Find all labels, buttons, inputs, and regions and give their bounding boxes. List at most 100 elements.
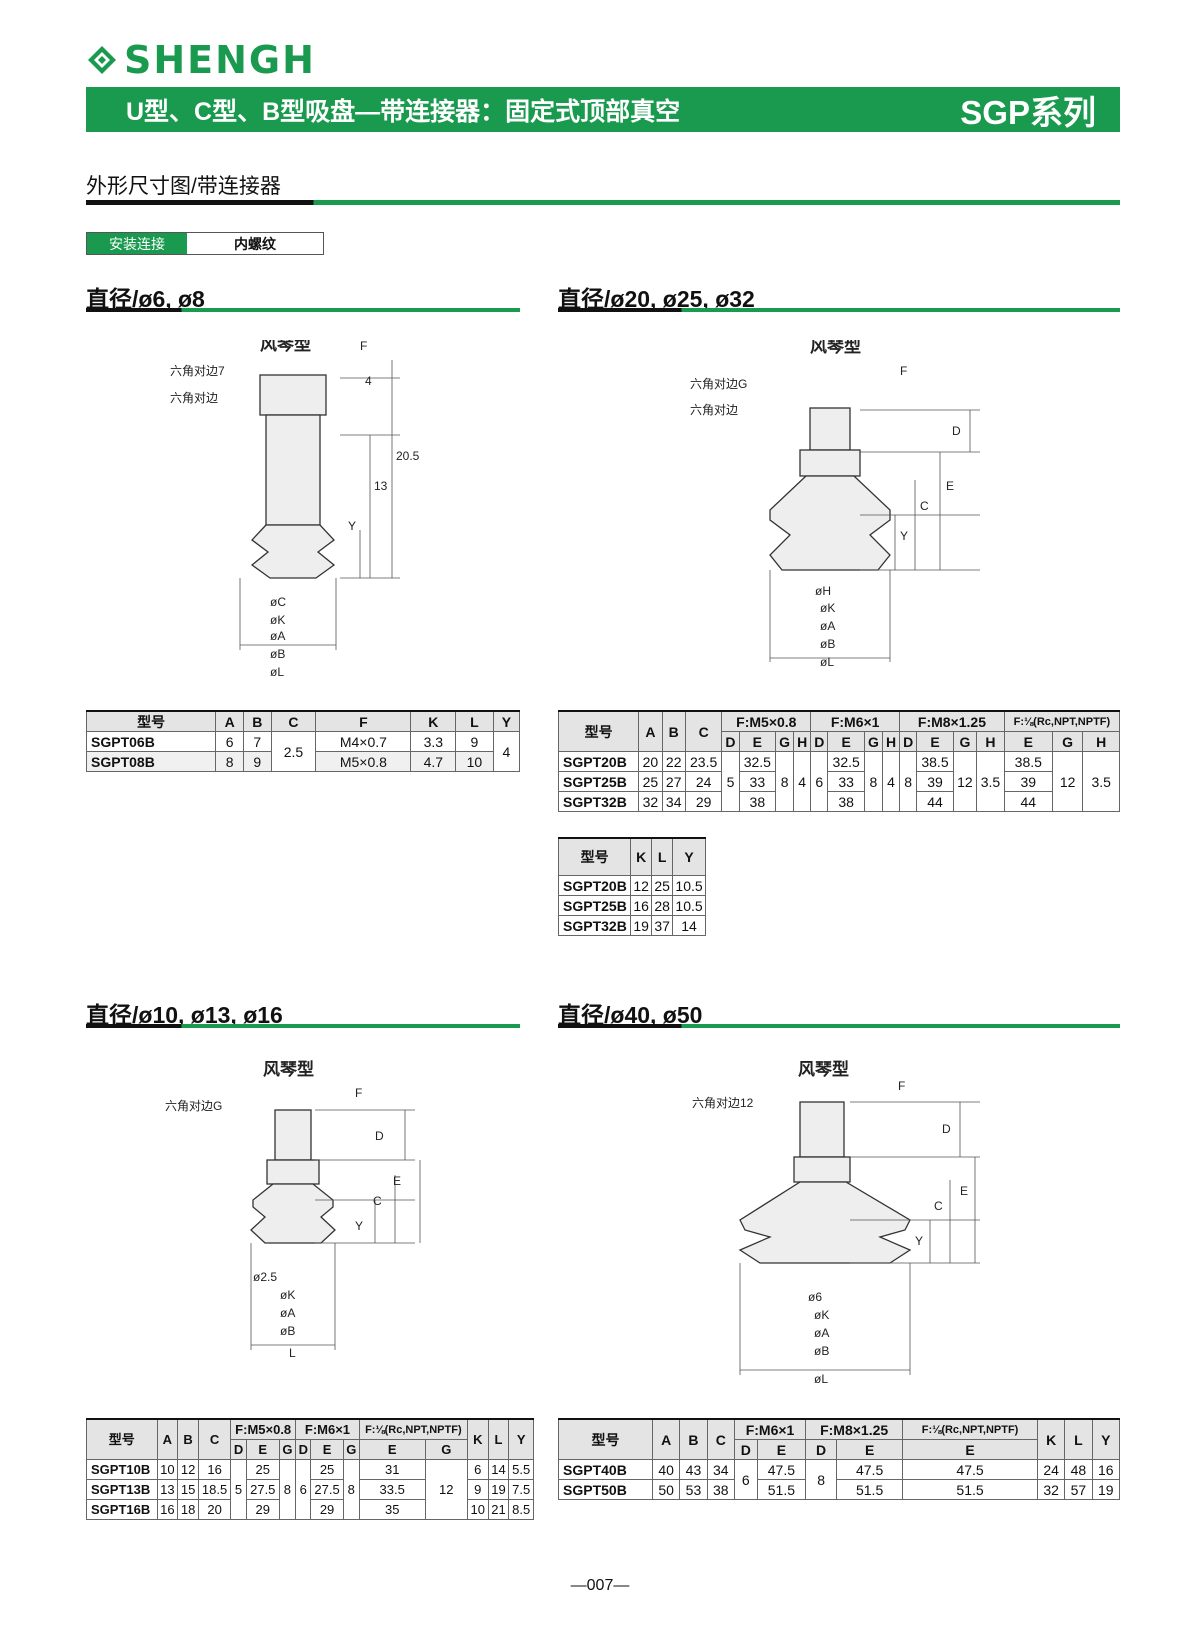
table-cell: SGPT50B: [558, 1479, 653, 1500]
table-cell: 31: [358, 1459, 426, 1480]
table-cell: 29: [684, 791, 723, 812]
table-cell: 25: [638, 771, 663, 792]
table-cell: 18.5: [197, 1479, 232, 1500]
table-header-cell: 型号: [86, 1418, 158, 1460]
table-cell: 47.5: [756, 1459, 807, 1480]
table-cell: 43: [679, 1459, 708, 1480]
table-cell: 24: [684, 771, 723, 792]
dim-label: 六角对边G: [690, 377, 747, 391]
table-cell: 24: [1036, 1459, 1066, 1480]
table-header-cell: 型号: [85, 710, 217, 732]
table-cell: 9: [242, 751, 272, 772]
table-header-cell: D: [295, 1439, 312, 1460]
table-cell: 8.5: [508, 1499, 534, 1520]
table-cell: 8: [863, 751, 883, 812]
table-cell: SGPT32B: [557, 791, 640, 812]
table-cell: 16: [1091, 1459, 1121, 1480]
table-cell: 22: [661, 751, 686, 772]
table-cell: 29: [310, 1499, 344, 1520]
diagram-type-label: 风琴型: [798, 1059, 849, 1079]
dim-label: E: [960, 1184, 968, 1198]
table-header-cell: F:M8×1.25: [805, 1418, 904, 1440]
brand-logo: SHENGH: [86, 38, 316, 82]
logo-diamond-icon: [88, 46, 116, 74]
table-header-cell: E: [902, 1439, 1038, 1460]
table-cell: 44: [916, 791, 954, 812]
page-number: —007—: [570, 1577, 630, 1594]
table-cell: SGPT20B: [557, 751, 640, 772]
table-header-cell: D: [810, 731, 829, 752]
dim-label: Y: [915, 1234, 923, 1248]
table-cell: SGPT10B: [86, 1459, 158, 1480]
brand-name: SHENGH: [124, 38, 316, 82]
table-header-cell: G: [424, 1439, 468, 1460]
dim-label: C: [920, 499, 929, 513]
dim-label: E: [946, 479, 954, 493]
table-cell: 6: [466, 1459, 489, 1480]
table-cell: 32: [1036, 1479, 1066, 1500]
table-cell: 3.5: [1082, 751, 1120, 812]
dim-label: F: [360, 340, 367, 353]
table-cell: 4.7: [410, 751, 457, 772]
table-cell: 51.5: [756, 1479, 807, 1500]
table-cell: 28: [651, 895, 674, 916]
table-cell: 48: [1064, 1459, 1093, 1480]
table-cell: SGPT06B: [85, 731, 217, 752]
dim-label: øB: [820, 637, 835, 651]
table-header-cell: F:M5×0.8: [230, 1418, 297, 1440]
heading-d6-d8: 直径/ø6, ø8: [86, 286, 205, 312]
table-cell: 19: [487, 1479, 510, 1500]
dim-label: F: [898, 1079, 905, 1093]
table-cell: 4: [492, 731, 521, 772]
table-cell: 4: [793, 751, 812, 812]
table-cell: 5: [230, 1459, 247, 1520]
diagram-type-label: 风琴型: [263, 1059, 314, 1079]
table-header-cell: F:M8×1.25: [899, 710, 1005, 732]
table-header-cell: L: [651, 837, 674, 876]
dim-label: L: [289, 1346, 296, 1360]
table-header-cell: Y: [1091, 1418, 1121, 1460]
table-cell: M4×0.7: [315, 731, 412, 752]
table-cell: 6: [215, 731, 244, 752]
dim-label: C: [373, 1194, 382, 1208]
title-banner: U型、C型、B型吸盘—带连接器：固定式顶部真空 SGP系列: [86, 87, 1120, 132]
dim-label: D: [952, 424, 961, 438]
tag-value: 内螺纹: [234, 235, 276, 252]
table-cell: 25: [651, 875, 674, 896]
table-header-cell: E: [1003, 731, 1053, 752]
table-cell: 51.5: [902, 1479, 1038, 1500]
dim-label: 六角对边G: [165, 1099, 222, 1113]
table-cell: M5×0.8: [315, 751, 412, 772]
dim-label: Y: [900, 529, 908, 543]
dim-label: 六角对边: [170, 391, 218, 405]
table-header-cell: H: [793, 731, 812, 752]
table-header-cell: 型号: [557, 710, 640, 752]
table-header-cell: L: [455, 710, 494, 732]
table-header-cell: F:M5×0.8: [721, 710, 812, 732]
table-cell: 33.5: [358, 1479, 426, 1500]
table-cell: 27.5: [310, 1479, 344, 1500]
dim-label: 六角对边: [690, 403, 738, 417]
table-cell: 51.5: [836, 1479, 904, 1500]
diagram-d40-d50: 风琴型 F 六角对边12 D E C Y ø6 øK øA øB øL: [692, 1059, 980, 1385]
table-cell: 47.5: [902, 1459, 1038, 1480]
table-header-cell: B: [242, 710, 272, 732]
heading-rule: [558, 308, 1120, 312]
table-header-cell: H: [1082, 731, 1120, 752]
table-cell: 44: [1003, 791, 1053, 812]
table-header-cell: Y: [508, 1418, 534, 1460]
table-header-cell: Y: [492, 710, 521, 732]
table-cell: 38.5: [1003, 751, 1053, 772]
table-header-cell: F:⅛(Rc,NPT,NPTF): [1003, 710, 1121, 732]
table-cell: 38: [706, 1479, 735, 1500]
diagram-d6-d8: 风琴型 F 六角对边7 六角对边 4 20.5 13 Y øC øK øA øB…: [170, 340, 420, 679]
